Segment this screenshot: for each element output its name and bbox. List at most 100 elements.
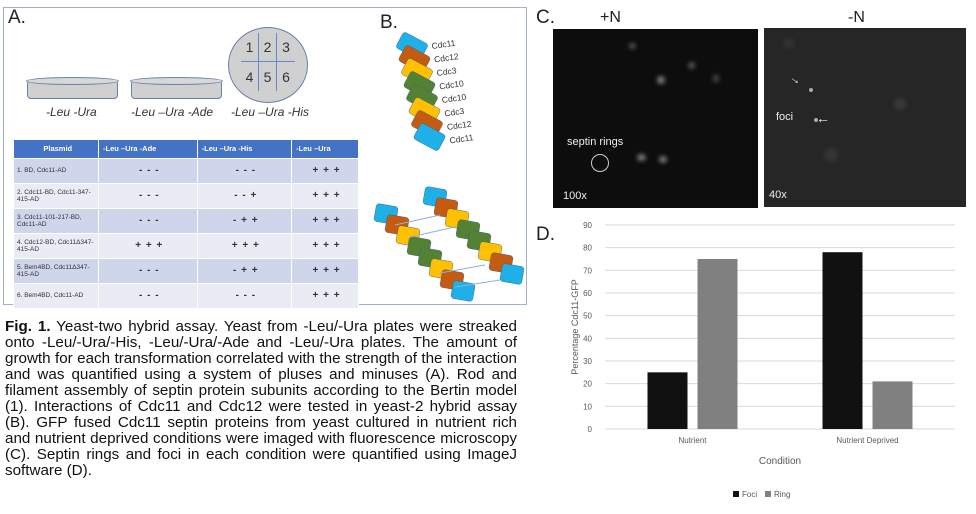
y-tick-label: 40 xyxy=(583,334,592,343)
filament-link xyxy=(439,264,486,274)
table-header: Plasmid xyxy=(13,140,99,158)
growth-cell: - + + xyxy=(196,207,293,234)
plasmid-table: Plasmid -Leu –Ura -Ade -Leu –Ura -His -L… xyxy=(13,140,359,309)
growth-cell: - - - xyxy=(98,157,198,184)
subunit-label: Cdc10 xyxy=(439,78,465,91)
plasmid-cell: 2. Cdc11-BD, Cdc11-347-415-AD xyxy=(13,182,99,209)
growth-cell: - + + xyxy=(196,257,293,284)
y-tick-label: 60 xyxy=(583,289,592,298)
growth-cell: - - - xyxy=(196,282,293,309)
plasmid-cell: 6. Bem4BD, Cdc11-AD xyxy=(13,282,99,309)
plasmid-cell: 4. Cdc12-BD, Cdc11Δ347-415-AD xyxy=(13,232,99,259)
legend-swatch xyxy=(765,491,771,497)
arrow-icon: ← xyxy=(816,110,830,126)
table-row: 1. BD, Cdc11-AD- - -- - -+ + + xyxy=(13,157,359,184)
grid-number: 5 xyxy=(259,62,277,91)
subunit-label: Cdc3 xyxy=(436,65,457,78)
plate-label: -Leu –Ura -Ade xyxy=(131,105,214,119)
septin-subunit xyxy=(413,123,446,151)
panel-c-label: C. xyxy=(536,7,555,28)
y-axis-label: Percentage Cdc11-GFP xyxy=(570,279,580,374)
y-tick-label: 90 xyxy=(583,221,592,230)
arrow-icon: → xyxy=(787,69,805,89)
growth-cell: - - - xyxy=(196,157,293,184)
magnification-label: 100x xyxy=(563,190,587,202)
septin-subunit xyxy=(450,280,476,302)
plasmid-cell: 1. BD, Cdc11-AD xyxy=(13,157,99,184)
grid-number: 3 xyxy=(277,33,295,62)
growth-cell: + + + xyxy=(98,232,198,259)
table-row: 6. Bem4BD, Cdc11-AD- - -- - -+ + + xyxy=(13,282,359,309)
growth-cell: - - - xyxy=(98,182,198,209)
growth-cell: - - - xyxy=(98,282,198,309)
plate-leu-ura xyxy=(26,77,119,99)
growth-cell: - - - xyxy=(98,207,198,234)
plate-leu-ura-ade xyxy=(130,77,223,99)
legend-swatch xyxy=(733,491,739,497)
magnification-label: 40x xyxy=(769,189,787,201)
y-tick-label: 70 xyxy=(583,266,592,275)
caption-text: Yeast-two hybrid assay. Yeast from -Leu/… xyxy=(5,318,517,479)
bar-ring xyxy=(697,259,738,429)
grid-number: 1 xyxy=(241,33,259,62)
panel-a-label: A. xyxy=(8,7,26,28)
subunit-label: Cdc11 xyxy=(449,132,474,145)
subunit-label: Cdc11 xyxy=(431,38,456,51)
y-tick-label: 80 xyxy=(583,244,592,253)
growth-cell: + + + xyxy=(291,207,359,234)
table-row: 5. Bem4BD, Cdc11Δ347-415-AD- - -- + ++ +… xyxy=(13,257,359,284)
table-header: -Leu –Ura -His xyxy=(197,140,293,158)
filament-link xyxy=(454,279,501,288)
caption-lead: Fig. 1. xyxy=(5,318,51,335)
panel-d-label: D. xyxy=(536,224,555,245)
table-row: 4. Cdc12-BD, Cdc11Δ347-415-AD+ + ++ + ++… xyxy=(13,232,359,259)
x-tick-label: Nutrient xyxy=(678,436,707,445)
y-tick-label: 10 xyxy=(583,402,592,411)
y-tick-label: 20 xyxy=(583,380,592,389)
y-tick-label: 0 xyxy=(588,425,593,434)
plasmid-cell: 5. Bem4BD, Cdc11Δ347-415-AD xyxy=(13,257,99,284)
growth-cell: + + + xyxy=(291,232,359,259)
foci-annotation: foci xyxy=(776,111,794,123)
growth-cell: - - + xyxy=(196,182,293,209)
bar-foci xyxy=(822,252,863,429)
plasmid-cell: 3. Cdc11-101-217-BD, Cdc11-AD xyxy=(13,207,99,234)
plate-label: -Leu -Ura xyxy=(46,105,97,119)
plate-grid: 1 2 3 4 5 6 xyxy=(241,33,295,91)
table-header: -Leu –Ura xyxy=(291,140,359,158)
micrograph-nutrient: septin rings 100x xyxy=(553,29,758,208)
growth-cell: + + + xyxy=(291,257,359,284)
septin-subunit xyxy=(499,263,525,285)
grid-number: 4 xyxy=(241,62,259,91)
growth-cell: - - - xyxy=(98,257,198,284)
grid-number: 6 xyxy=(282,68,290,85)
growth-cell: + + + xyxy=(291,157,359,184)
micrograph-deprived: → ← foci 40x xyxy=(764,28,966,207)
bar-ring xyxy=(872,381,913,429)
table-header: -Leu –Ura -Ade xyxy=(98,140,198,158)
subunit-label: Cdc10 xyxy=(441,92,467,105)
subunit-label: Cdc12 xyxy=(446,119,472,132)
legend-label: Foci xyxy=(742,490,757,499)
ring-highlight-circle xyxy=(591,154,609,172)
legend-label: Ring xyxy=(774,490,790,499)
minus-n-title: -N xyxy=(848,9,865,26)
plate-label: -Leu –Ura -His xyxy=(231,105,310,119)
growth-cell: + + + xyxy=(291,182,359,209)
table-row: 3. Cdc11-101-217-BD, Cdc11-AD- - -- + ++… xyxy=(13,207,359,234)
table-row: 2. Cdc11-BD, Cdc11-347-415-AD- - -- - ++… xyxy=(13,182,359,209)
y-tick-label: 30 xyxy=(583,357,592,366)
bar-foci xyxy=(647,372,688,429)
y-tick-label: 50 xyxy=(583,312,592,321)
subunit-label: Cdc3 xyxy=(444,106,465,119)
grid-number: 2 xyxy=(259,33,277,62)
filament-link xyxy=(394,214,441,226)
plate-leu-ura-his xyxy=(228,27,308,103)
panel-b-label: B. xyxy=(380,12,398,33)
x-tick-label: Nutrient Deprived xyxy=(836,436,898,445)
septin-rings-annotation: septin rings xyxy=(567,136,624,148)
filament-link xyxy=(409,226,456,238)
growth-cell: + + + xyxy=(291,282,359,309)
